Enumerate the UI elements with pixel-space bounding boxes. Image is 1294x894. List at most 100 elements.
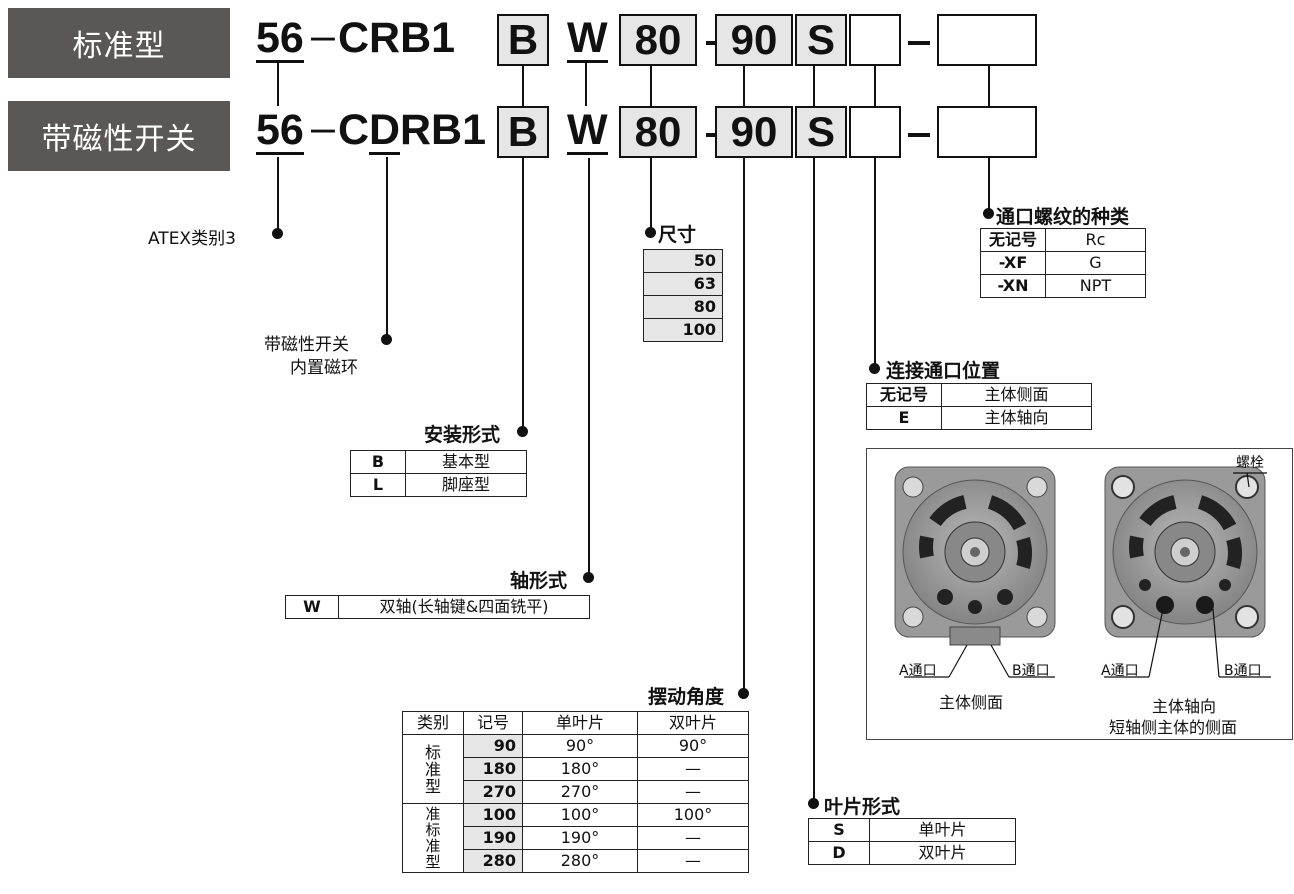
- actuator-photos: [894, 466, 1271, 678]
- b-port-label-right: B通口: [1224, 663, 1262, 679]
- bolt-label: 螺栓: [1236, 455, 1264, 471]
- vane-title: 叶片形式: [824, 796, 901, 818]
- line-shaft: [588, 158, 590, 577]
- line-magnet: [386, 157, 388, 340]
- line-port: [874, 158, 876, 368]
- table-row: 100: [643, 318, 723, 342]
- row1-mount-box: B: [497, 14, 549, 66]
- standard-label: 标准型: [8, 8, 230, 78]
- table-row: 180 180° —: [403, 757, 749, 781]
- row2-separator-2: [908, 133, 930, 137]
- line-atex: [277, 157, 279, 234]
- connector-vane: [813, 66, 815, 106]
- connector-size: [650, 66, 652, 106]
- dot-thread: [983, 208, 994, 219]
- table-row: 63: [643, 272, 723, 296]
- row2-dash: –: [311, 104, 335, 152]
- table-row: 准 标 准 型 100 100° 100°: [402, 803, 749, 873]
- row1-vane-box: S: [795, 14, 847, 66]
- angle-title: 摆动角度: [648, 686, 725, 708]
- table-row: 类别 记号 单叶片 双叶片: [402, 711, 749, 735]
- line-angle: [743, 158, 745, 692]
- caption-axial-sub: 短轴侧主体的侧面: [1109, 718, 1238, 737]
- caption-axial: 主体轴向: [1152, 697, 1217, 716]
- port-title: 连接通口位置: [886, 360, 1001, 382]
- dot-vane: [808, 798, 819, 809]
- row1-prefix: 56: [256, 14, 304, 63]
- a-port-label-right: A通口: [1101, 663, 1139, 679]
- row2-shaft: W: [567, 106, 608, 155]
- magnet-note-line2: 内置磁环: [290, 358, 358, 378]
- thread-title: 通口螺纹的种类: [996, 206, 1130, 228]
- row2-angle-box: 90: [715, 106, 793, 158]
- angle-table: 类别 记号 单叶片 双叶片 标 准 型 90 90° 90° 180 180° …: [402, 711, 749, 873]
- connector-shaft: [585, 62, 587, 106]
- dot-magnet: [381, 334, 392, 345]
- table-row: 280 280° —: [403, 849, 749, 873]
- dot-angle: [738, 688, 749, 699]
- magnet-note-line1: 带磁性开关: [264, 335, 349, 355]
- dot-shaft: [583, 572, 594, 583]
- magnetic-switch-label: 带磁性开关: [8, 101, 230, 171]
- caption-side: 主体侧面: [939, 693, 1004, 712]
- actuator-axial-port: [1104, 466, 1266, 638]
- table-row: 80: [643, 295, 723, 319]
- line-size: [650, 158, 652, 232]
- connector-prefix: [277, 62, 279, 106]
- row1-angle-box: 90: [715, 14, 793, 66]
- connector-mount: [522, 66, 524, 106]
- row1-series: CRB1: [338, 14, 456, 62]
- table-row: 50: [643, 249, 723, 273]
- a-port-label-left: A通口: [899, 663, 937, 679]
- port-position-photo-panel: [866, 448, 1293, 740]
- b-port-label-left: B通口: [1012, 663, 1050, 679]
- table-row: 标 准 型 90 90° 90°: [402, 734, 749, 804]
- row1-port-box: [849, 14, 901, 66]
- table-row: 无记号主体侧面: [866, 383, 1092, 407]
- row2-prefix: 56: [256, 106, 304, 155]
- row1-dash: –: [311, 12, 335, 60]
- angle-category-quasi: 准 标 准 型: [402, 803, 464, 873]
- dot-atex: [272, 228, 283, 239]
- row1-separator-2: [908, 41, 930, 45]
- row1-shaft: W: [567, 14, 608, 63]
- atex-label: ATEX类别3: [148, 229, 236, 249]
- connector-thread: [988, 66, 990, 106]
- connector-port: [874, 66, 876, 106]
- shaft-title: 轴形式: [510, 570, 568, 592]
- connector-angle: [743, 66, 745, 106]
- line-vane: [813, 158, 815, 804]
- row2-thread-box: [937, 106, 1037, 158]
- row2-series-c: C: [338, 106, 370, 154]
- row2-series-d: D: [369, 106, 401, 155]
- table-row: 190 190° —: [403, 826, 749, 850]
- size-title: 尺寸: [658, 224, 697, 246]
- row2-vane-box: S: [795, 106, 847, 158]
- line-mount: [522, 158, 524, 430]
- row2-port-box: [849, 106, 901, 158]
- angle-category-standard: 标 准 型: [402, 734, 464, 804]
- size-table: 50 63 80 100: [643, 249, 723, 342]
- row1-thread-box: [937, 14, 1037, 66]
- row2-mount-box: B: [497, 106, 549, 158]
- actuator-side-port: [894, 466, 1056, 646]
- dot-mount: [517, 426, 528, 437]
- mount-title: 安装形式: [424, 424, 501, 446]
- row1-size-box: 80: [619, 14, 697, 66]
- dot-size: [645, 227, 656, 238]
- line-thread: [988, 158, 990, 214]
- row2-size-box: 80: [619, 106, 697, 158]
